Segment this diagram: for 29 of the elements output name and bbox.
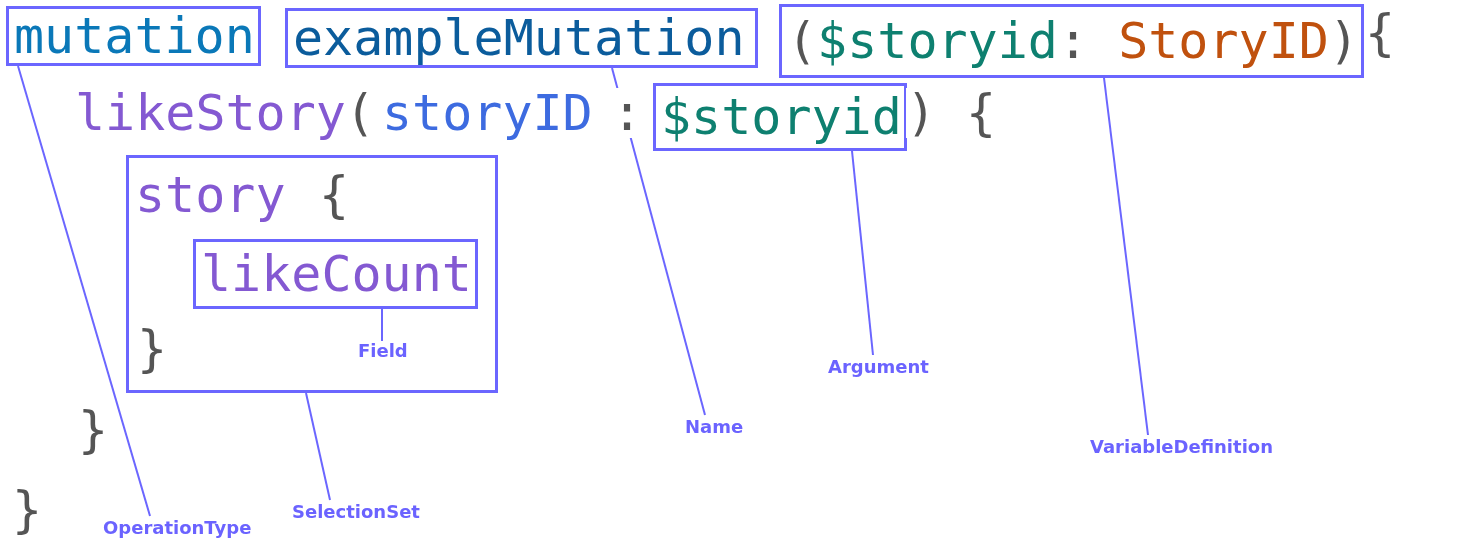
code-token: likeCount (201, 249, 472, 299)
annotation-label: Argument (828, 356, 929, 377)
highlight-box (285, 8, 758, 68)
code-token: story (135, 170, 286, 220)
code-token: $storyid (661, 92, 902, 142)
code-token: : (1057, 16, 1089, 66)
code-token: mutation (14, 11, 255, 61)
code-token: $storyid (817, 16, 1058, 66)
leader-line (1103, 77, 1149, 436)
highlight-box (653, 83, 907, 151)
code-token: exampleMutation (293, 13, 745, 63)
leader-line (851, 150, 874, 356)
leader-line (305, 392, 331, 501)
code-token: ) (1328, 16, 1359, 66)
annotation-label: VariableDefinition (1090, 436, 1273, 457)
highlight-box (6, 6, 261, 66)
code-token: } (137, 324, 168, 374)
annotation-label: Name (685, 416, 744, 437)
highlight-box (193, 239, 478, 309)
leader-line (381, 308, 383, 342)
code-token: { (319, 170, 350, 220)
highlight-box (779, 4, 1364, 78)
code-token: ( (787, 16, 818, 66)
annotation-label: OperationType (103, 517, 252, 538)
code-token: StoryID (1118, 16, 1329, 66)
annotation-label: SelectionSet (292, 501, 420, 522)
leader-line (17, 65, 151, 517)
highlight-box (126, 155, 498, 393)
annotation-label: Field (358, 342, 408, 360)
